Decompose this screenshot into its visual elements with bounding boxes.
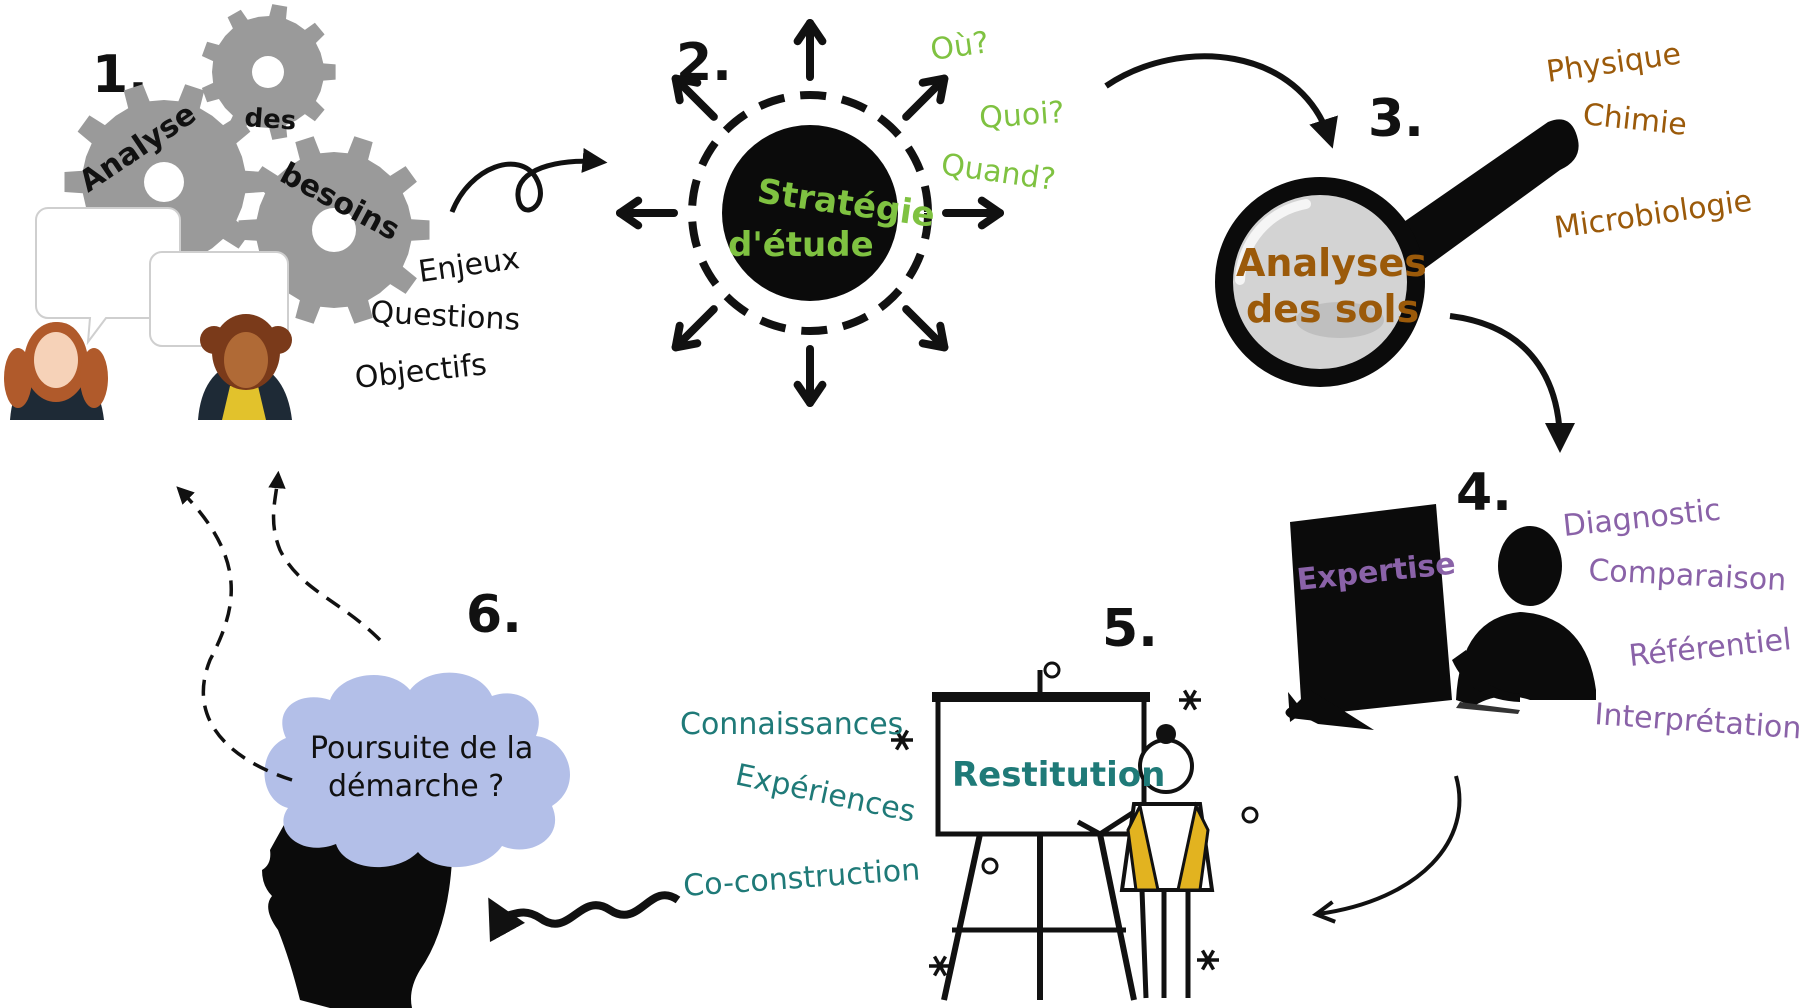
arrow-icon (449, 147, 608, 213)
arrow-icon (1449, 313, 1575, 453)
gear-icon (201, 4, 336, 140)
step6-cloud-line: démarche ? (328, 769, 504, 804)
step3-keyword: Microbiologie (1552, 184, 1754, 246)
step5-keyword: Co-construction (682, 853, 921, 904)
arrowhead-icon (616, 196, 643, 230)
step6-group: 6. Poursuite de la démarche ? (176, 470, 570, 1008)
step2-keyword: Où? (928, 25, 991, 68)
step3-keyword: Physique (1544, 36, 1683, 89)
asterisk-icon (891, 729, 913, 751)
step1-group: 1. Analyse des besoins En (4, 4, 522, 420)
step4-keyword: Comparaison (1588, 553, 1788, 598)
arrowhead-icon (918, 321, 949, 352)
asterisk-group (891, 689, 1219, 977)
step3-title-line: des sols (1246, 287, 1419, 331)
strategy-core (722, 125, 898, 301)
arrowhead-icon (671, 74, 702, 105)
asterisk-icon (929, 955, 951, 977)
step4-number: 4. (1456, 463, 1512, 523)
step4-keyword: Interprétation (1593, 697, 1802, 746)
computer-icon (1285, 504, 1452, 730)
circle-deco-icon (1241, 806, 1259, 824)
step2-keyword: Quoi? (978, 95, 1065, 136)
step4-keyword: Référentiel (1627, 622, 1793, 674)
person-icon (4, 322, 108, 420)
arrow-icon (1318, 775, 1462, 914)
arrowhead-icon (671, 321, 702, 352)
arrowhead-icon (793, 380, 827, 407)
arrowhead-icon (918, 74, 949, 105)
presenter-icon (1076, 724, 1215, 999)
step1-keyword: Objectifs (353, 347, 488, 396)
step1-title-word: des (244, 103, 298, 137)
radial-arrow-icon (902, 305, 949, 352)
arrow-icon (176, 486, 293, 782)
step3-keyword: Chimie (1581, 97, 1688, 143)
arrow-icon (1104, 53, 1338, 149)
person-icon (198, 314, 292, 420)
step5-number: 5. (1102, 599, 1158, 659)
radial-arrow-icon (671, 305, 718, 352)
step6-cloud-line: Poursuite de la (310, 731, 533, 766)
step5-title: Restitution (952, 755, 1165, 795)
speech-bubble-icon (35, 207, 181, 346)
step5-keyword: Connaissances (680, 707, 903, 742)
circle-deco-icon (1043, 661, 1061, 679)
asterisk-icon (1197, 949, 1219, 971)
arrowhead-icon (793, 19, 827, 46)
arrow-icon (488, 891, 681, 943)
step2-keyword: Quand? (939, 147, 1058, 198)
radial-arrow-icon (671, 74, 718, 121)
step3-title-line: Analyses (1236, 241, 1427, 285)
radial-arrow-icon (902, 74, 949, 121)
arrowhead-icon (977, 196, 1004, 230)
step6-number: 6. (466, 585, 522, 645)
radial-arrows (616, 19, 1004, 407)
dashed-ring (688, 91, 932, 335)
step3-number: 3. (1368, 89, 1424, 149)
asterisk-icon (1179, 689, 1201, 711)
easel-icon (932, 670, 1150, 1001)
step5-keyword: Expériences (732, 758, 918, 830)
step4-keyword: Diagnostic (1561, 493, 1722, 544)
step1-keyword: Questions (370, 295, 521, 338)
step5-group: 5. Restitution Connaissances Expériences… (680, 599, 1259, 1001)
step2-title-line: d'étude (728, 225, 874, 265)
circle-deco-icon (981, 857, 999, 875)
step2-group: 2. Stratégie d'étude Où? Quoi? Quand? (616, 19, 1066, 407)
step4-group: 4. Expertise Diagnostic Comparaison Réfé… (1285, 463, 1803, 746)
cloud-icon (264, 672, 570, 868)
step1-keyword: Enjeux (416, 241, 521, 290)
person-icon (1452, 526, 1596, 714)
arrow-icon (268, 470, 382, 642)
magnifier-icon (1215, 119, 1579, 387)
